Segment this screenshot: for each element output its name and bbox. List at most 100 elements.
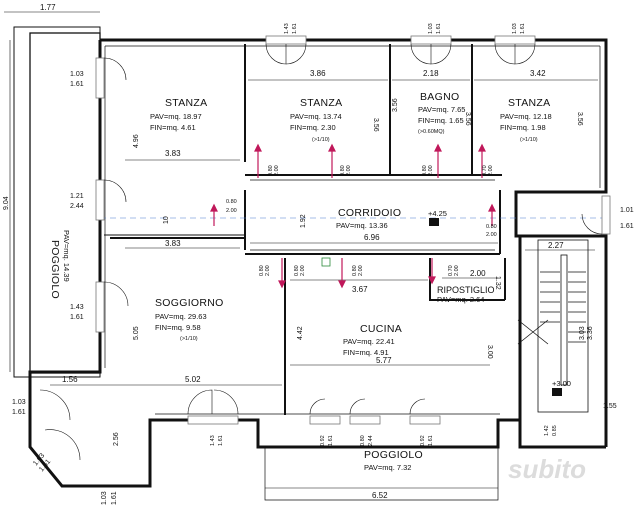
dim-label: 2.18 <box>423 69 439 78</box>
opening-label: 1.61 <box>328 435 334 446</box>
level-marker-stair <box>552 388 562 396</box>
opening-label: 1.43 <box>210 435 216 446</box>
opening-label: 1.03 <box>428 23 434 34</box>
room-note: (>1/10) <box>180 336 198 342</box>
room-pav: PAV=mq. 13.36 <box>336 221 388 230</box>
room-pav: PAV=mq. 18.97 <box>150 112 202 121</box>
room-soggiorno: SOGGIORNO PAV=mq. 29.63 FIN=mq. 9.58 (>1… <box>155 297 224 342</box>
shaft-marker <box>321 257 331 267</box>
opening-label: 2.00 <box>300 265 306 276</box>
dim-label: 1.77 <box>40 3 56 12</box>
dim-label: 3.83 <box>165 149 181 158</box>
opening-label: 0.70 <box>482 165 488 176</box>
opening-label: 2.44 <box>70 203 84 210</box>
opening-label: 2.00 <box>428 165 434 176</box>
opening-label: 1.61 <box>436 23 442 34</box>
opening-label: 0.92 <box>420 435 426 446</box>
dimension-lines <box>4 11 598 489</box>
opening-label: 0.80 <box>226 199 237 205</box>
room-name: POGGIOLO <box>49 240 61 299</box>
opening-label: 0.80 <box>360 435 366 446</box>
opening-label: 1.42 <box>544 425 550 436</box>
dim-label: 1.55 <box>603 403 617 410</box>
room-pav: PAV=mq. 14.39 <box>62 230 71 282</box>
room-pav: PAV=mq. 7.65 <box>418 105 465 114</box>
room-name: POGGIOLO <box>364 449 423 461</box>
opening-label: 2.00 <box>346 165 352 176</box>
opening-label: 1.61 <box>218 435 224 446</box>
opening-label: 0.80 <box>340 165 346 176</box>
dim-label: 3.36 <box>587 326 594 340</box>
stair <box>517 239 589 413</box>
dim-label: 3.56 <box>392 98 399 112</box>
opening-label: 2.00 <box>358 265 364 276</box>
opening-label: 2.00 <box>226 208 237 214</box>
watermark: subito <box>508 454 586 484</box>
stair-level: +3.00 <box>552 379 571 388</box>
room-name: SOGGIORNO <box>155 297 224 309</box>
dim-label: 2.27 <box>548 241 564 250</box>
room-bagno: BAGNO PAV=mq. 7.65 FIN=mq. 1.65 (>0.60MQ… <box>418 91 465 135</box>
dim-label: 3.56 <box>372 118 379 132</box>
dim-label: 2.56 <box>113 432 120 446</box>
opening-label: 2.00 <box>488 165 494 176</box>
level-marker-corridor <box>429 218 439 226</box>
opening-labels: 1.03 1.61 1.21 2.44 1.43 1.61 1.03 1.61 … <box>12 23 634 505</box>
opening-label: 2.00 <box>454 265 460 276</box>
opening-label: 1.61 <box>111 491 118 505</box>
opening-label: 1.03 <box>101 491 108 505</box>
opening-label: 1.21 <box>70 193 84 200</box>
room-fin: FIN=mq. 2.30 <box>290 123 336 132</box>
room-name: STANZA <box>508 97 550 109</box>
dim-label: 3.86 <box>310 69 326 78</box>
dim-label: 6.52 <box>372 491 388 500</box>
dim-label: 4.42 <box>297 326 304 340</box>
dimension-labels: 1.77 3.86 2.18 3.42 3.83 3.83 6.96 2.27 … <box>3 3 617 500</box>
room-note: (>1/10) <box>520 137 538 143</box>
room-stanza-mid: STANZA PAV=mq. 13.74 FIN=mq. 2.30 (>1/10… <box>290 97 342 143</box>
room-poggiolo-bottom: POGGIOLO PAV=mq. 7.32 <box>364 449 423 472</box>
door-arrows <box>210 143 496 289</box>
dim-label: 3.67 <box>352 285 368 294</box>
dim-label: 3.56 <box>576 112 583 126</box>
opening-label: 1.61 <box>70 81 84 88</box>
room-cucina: CUCINA PAV=mq. 22.41 FIN=mq. 4.91 <box>343 323 402 357</box>
room-fin: FIN=mq. 1.98 <box>500 123 546 132</box>
opening-label: 1.61 <box>292 23 298 34</box>
interior-walls <box>104 44 506 415</box>
dim-label: 5.77 <box>376 356 392 365</box>
opening-label: 2.00 <box>274 165 280 176</box>
room-name: STANZA <box>300 97 342 109</box>
door-swings <box>39 43 603 461</box>
room-ripostiglio: RIPOSTIGLIO PAV=mq. 2.64 <box>437 285 495 304</box>
room-poggiolo-left: POGGIOLO PAV=mq. 14.39 <box>49 230 71 299</box>
dim-label: 1.92 <box>300 214 307 228</box>
outer-walls <box>28 38 608 488</box>
room-name: CORRIDOIO <box>338 207 401 219</box>
dim-label: 6.96 <box>364 233 380 242</box>
room-pav: PAV=mq. 7.32 <box>364 463 411 472</box>
dim-label: 5.02 <box>185 375 201 384</box>
opening-label: 0.70 <box>448 265 454 276</box>
opening-label: 1.61 <box>620 223 634 230</box>
opening-label: 2.00 <box>486 232 497 238</box>
opening-label: 0.85 <box>552 425 558 436</box>
dim-label: 4.96 <box>133 134 140 148</box>
dim-label: 1.32 <box>494 276 501 290</box>
opening-label: 0.80 <box>268 165 274 176</box>
dim-label: 3.00 <box>486 345 493 359</box>
opening-label: 1.43 <box>70 304 84 311</box>
dim-label: 2.00 <box>470 269 486 278</box>
opening-label: 1.03 <box>12 399 26 406</box>
room-pav: PAV=mq. 22.41 <box>343 337 395 346</box>
opening-label: 1.61 <box>70 314 84 321</box>
dim-label: 3.83 <box>165 239 181 248</box>
room-note: (>1/10) <box>312 137 330 143</box>
dim-label: 10 <box>163 216 170 224</box>
opening-label: 1.61 <box>520 23 526 34</box>
room-name: BAGNO <box>420 91 459 103</box>
opening-label: 2.00 <box>265 265 271 276</box>
room-name: CUCINA <box>360 323 402 335</box>
dim-label: 3.03 <box>579 326 586 340</box>
